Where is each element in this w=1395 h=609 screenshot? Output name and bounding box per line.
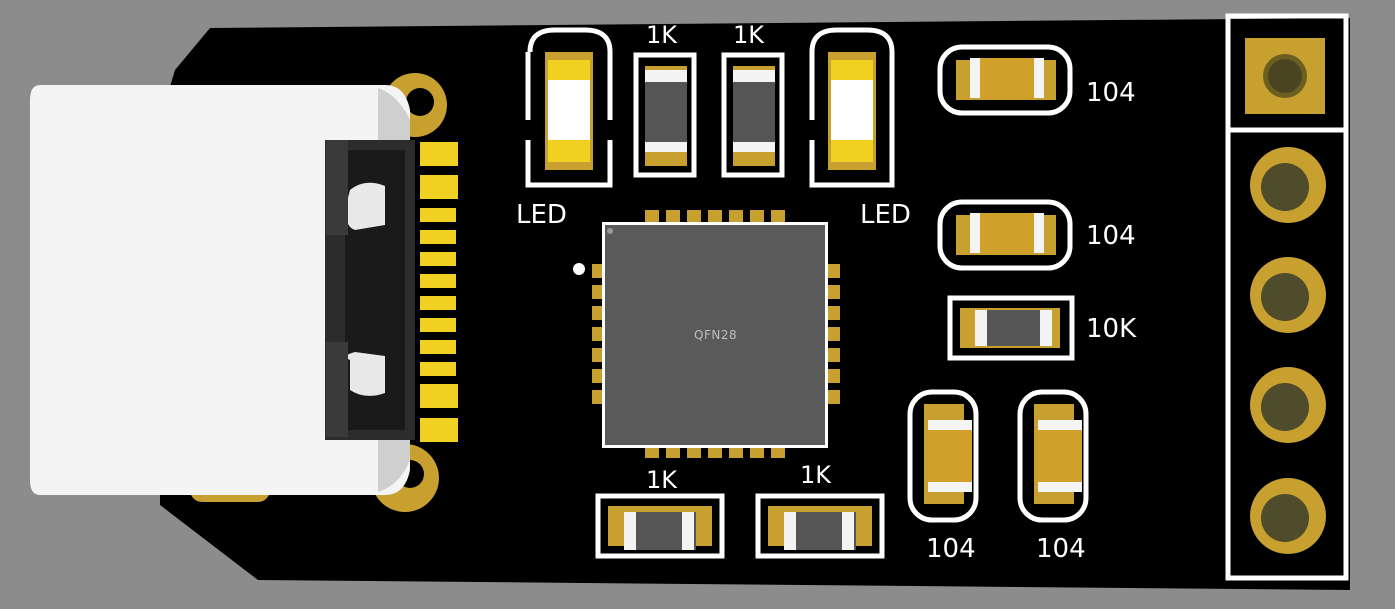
resistor-top-1 — [633, 52, 697, 178]
label-r-top-2: 1K — [733, 21, 765, 49]
label-led-left: LED — [516, 200, 567, 230]
label-c-mid-right: 104 — [1086, 221, 1136, 251]
header-pin-round — [1250, 147, 1326, 554]
label-c-bottom-1: 104 — [926, 534, 976, 564]
label-r-bottom-1: 1K — [646, 466, 678, 494]
label-r-bottom-2: 1K — [800, 461, 832, 489]
label-led-right: LED — [860, 200, 911, 230]
capacitor-bottom-2 — [1017, 389, 1089, 523]
led-left — [525, 27, 613, 188]
resistor-top-2 — [721, 52, 785, 178]
usb-c-pins — [420, 142, 458, 442]
led-right — [809, 27, 895, 188]
resistor-bottom-1 — [595, 493, 725, 559]
label-r-top-1: 1K — [646, 21, 678, 49]
qfn28-chip — [573, 210, 840, 458]
usb-c-connector — [30, 85, 415, 495]
resistor-bottom-2 — [755, 493, 885, 559]
label-c-bottom-2: 104 — [1036, 534, 1086, 564]
label-c-top-right: 104 — [1086, 78, 1136, 108]
capacitor-bottom-1 — [907, 389, 979, 523]
capacitor-top-right — [937, 44, 1073, 116]
chip-marking: QFN28 — [694, 328, 738, 342]
pin-header — [1225, 13, 1349, 581]
label-r-10k: 10K — [1086, 314, 1137, 344]
resistor-10k — [947, 295, 1075, 361]
capacitor-mid-right — [937, 199, 1073, 271]
